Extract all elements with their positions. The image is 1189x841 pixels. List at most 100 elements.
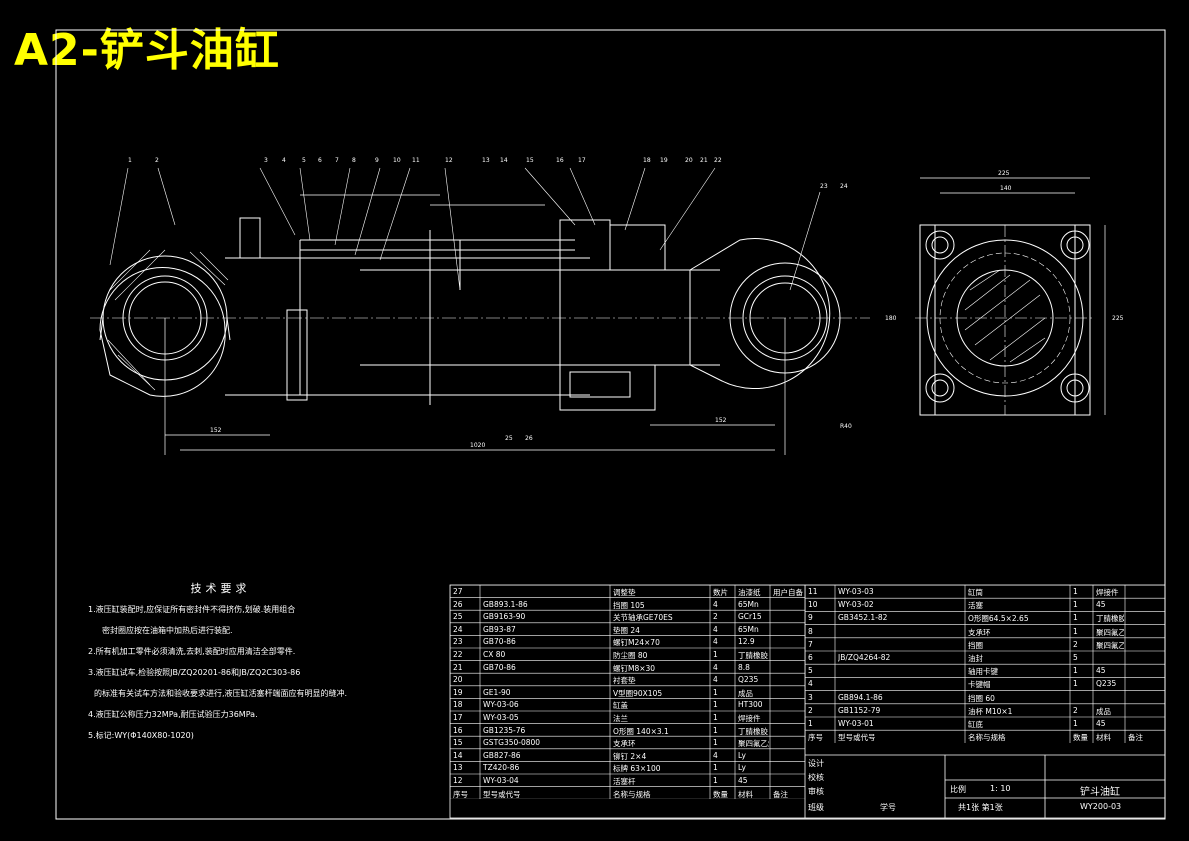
bom-material: 油漆纸 xyxy=(738,588,761,597)
bom-no: 25 xyxy=(453,612,463,622)
bom-material: 材料 xyxy=(1096,733,1111,743)
balloon: 10 xyxy=(393,157,401,164)
bom-note: 备注 xyxy=(1128,733,1143,743)
dimension-text: R40 xyxy=(840,423,852,430)
bom-no: 序号 xyxy=(453,789,468,799)
sheet-title: A2-铲斗油缸 xyxy=(14,25,280,76)
balloon: 2 xyxy=(155,157,159,164)
bom-no: 27 xyxy=(453,587,463,596)
bom-name: 轴用卡键 xyxy=(968,667,998,677)
bom-qty: 2 xyxy=(1073,639,1078,649)
bom-code: GB3452.1-82 xyxy=(838,613,888,623)
bom-name: V型圈90X105 xyxy=(613,688,663,698)
bom-material: HT300 xyxy=(738,700,763,710)
tb-design: 设计 xyxy=(808,759,824,768)
bom-qty: 数量 xyxy=(1073,733,1088,743)
bom-material: Ly xyxy=(738,750,746,760)
bom-code: WY-03-04 xyxy=(483,776,519,785)
bom-qty: 1 xyxy=(713,725,718,735)
bom-name: 挡圈 60 xyxy=(968,693,995,703)
dimension-text: 140 xyxy=(1000,185,1012,192)
cylinder-barrel xyxy=(225,230,590,405)
bom-note: 用户自备 xyxy=(773,588,803,597)
bom-no: 26 xyxy=(453,599,463,609)
bom-qty: 1 xyxy=(713,738,718,748)
bom-material: Ly xyxy=(738,763,746,773)
bom-name: 铆钉 2×4 xyxy=(613,751,647,761)
bom-name: 支承环 xyxy=(968,627,991,637)
bom-name: 名称与规格 xyxy=(968,733,1006,743)
dimension-text: 225 xyxy=(1112,315,1124,322)
bom-material: 45 xyxy=(1096,600,1106,610)
bom-no: 24 xyxy=(453,624,463,634)
bom-qty: 2 xyxy=(713,612,718,622)
bom-code: CX 80 xyxy=(483,650,506,659)
bom-qty: 1 xyxy=(1073,587,1078,596)
bom-no: 10 xyxy=(808,600,818,610)
tech-heading: 技术要求 xyxy=(190,582,251,595)
left-eye-hatch xyxy=(107,249,229,391)
bom-code: 型号或代号 xyxy=(483,789,521,799)
bom-qty: 1 xyxy=(713,700,718,710)
bom-code: GB827-86 xyxy=(483,750,521,760)
bom-name: 标牌 63×100 xyxy=(613,764,661,774)
balloon: 16 xyxy=(556,157,564,164)
bom-no: 15 xyxy=(453,738,463,748)
bom-no: 13 xyxy=(453,763,463,773)
bom-qty: 数片 xyxy=(713,588,728,597)
bom-no: 21 xyxy=(453,662,463,672)
bom-name: 缸底 xyxy=(968,720,983,729)
bom-name: 法兰 xyxy=(613,714,628,723)
bom-material: 成品 xyxy=(1096,706,1111,716)
drawing-frame xyxy=(55,29,1166,820)
balloon: 26 xyxy=(525,435,533,442)
side-view-hatch xyxy=(964,269,1046,363)
tb-class: 班级 xyxy=(808,803,824,812)
balloon: 5 xyxy=(302,157,306,164)
bom-name: 缸盖 xyxy=(613,701,628,711)
bom-code: WY-03-02 xyxy=(838,600,874,610)
tb-check: 校核 xyxy=(808,773,824,782)
bom-name: 油杯 M10×1 xyxy=(968,706,1013,716)
tb-review: 审核 xyxy=(808,787,824,796)
bom-no: 7 xyxy=(808,639,813,649)
bom-code: GSTG350-0800 xyxy=(483,738,541,748)
bom-no: 4 xyxy=(808,679,813,689)
bom-code: GB893.1-86 xyxy=(483,599,528,609)
bom-name: 衬套垫 xyxy=(613,676,636,686)
bom-material: 丁腈橡胶 xyxy=(738,726,768,736)
cylinder-head xyxy=(559,219,666,411)
bom-material: 45 xyxy=(1096,666,1106,676)
bom-material: 65Mn xyxy=(738,624,759,634)
tech-item: 3.液压缸试车,检验按照JB/ZQ20201-86和JB/ZQ2C303-86 xyxy=(88,668,301,677)
bom-material: 材料 xyxy=(738,789,753,799)
bom-name: 挡圈 105 xyxy=(613,600,645,610)
dimension-text: 225 xyxy=(998,170,1010,177)
bom-row: 18 WY-03-06 缸盖 1 HT300 xyxy=(450,698,805,711)
bom-code: TZ420-86 xyxy=(483,763,520,773)
balloon: 4 xyxy=(282,157,286,164)
bom-code: GB1152-79 xyxy=(838,705,881,715)
bom-code: WY-03-06 xyxy=(483,700,519,710)
bom-row: 8支承环1聚四氟乙烯 xyxy=(805,625,1165,638)
bom-code: 型号或代号 xyxy=(838,733,876,743)
bom-code: GB93-87 xyxy=(483,624,516,634)
bom-material: 焊接件 xyxy=(738,714,761,723)
bom-no: 18 xyxy=(453,700,463,710)
balloon: 18 xyxy=(643,157,651,164)
bom-no: 2 xyxy=(808,705,813,715)
dimension-text: 1020 xyxy=(470,442,485,449)
bom-qty: 1 xyxy=(1073,626,1078,636)
bom-name: 名称与规格 xyxy=(613,789,651,799)
bom-no: 3 xyxy=(808,692,813,702)
bom-material: 聚四氟乙烯 xyxy=(738,739,769,749)
bom-grid-lines xyxy=(450,585,805,800)
